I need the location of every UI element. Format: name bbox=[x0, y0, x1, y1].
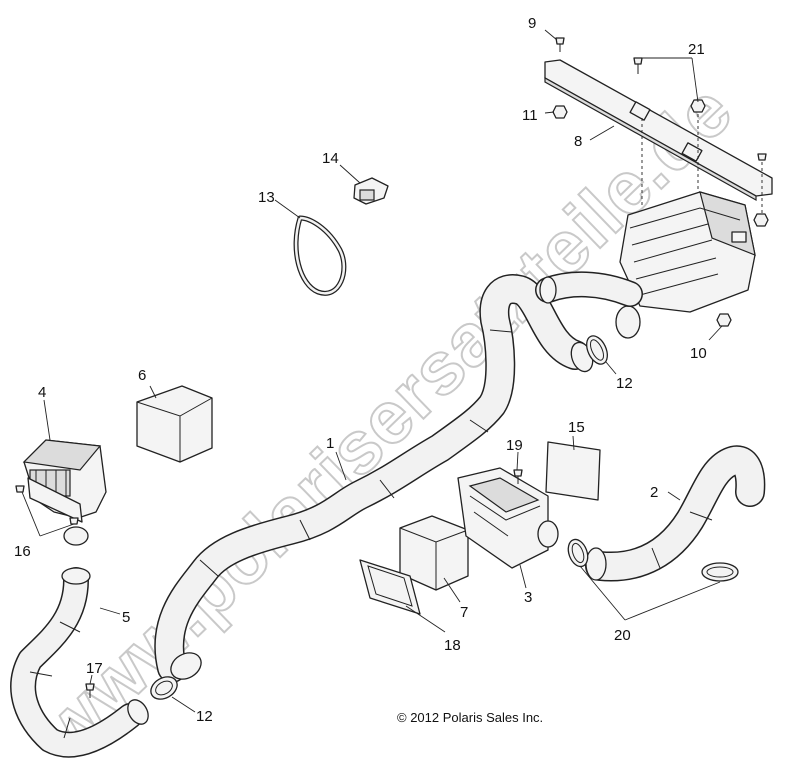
callout-10: 10 bbox=[690, 345, 707, 362]
part-17-screw bbox=[85, 683, 95, 698]
callout-18: 18 bbox=[444, 637, 461, 654]
part-21-screw bbox=[633, 57, 706, 113]
callout-19: 19 bbox=[506, 437, 523, 454]
part-15-pad bbox=[545, 441, 601, 501]
part-19-screw bbox=[513, 469, 523, 484]
part-12-clamp-upper bbox=[586, 335, 608, 365]
callout-9: 9 bbox=[528, 15, 536, 32]
part-11-nut bbox=[552, 105, 568, 119]
callout-21: 21 bbox=[688, 41, 705, 58]
callout-8: 8 bbox=[574, 133, 582, 150]
callout-7: 7 bbox=[460, 604, 468, 621]
part-12-clamp-lower bbox=[150, 676, 178, 700]
callout-4: 4 bbox=[38, 384, 46, 401]
part-18-gasket bbox=[359, 559, 421, 615]
callout-1: 1 bbox=[326, 435, 334, 452]
part-10-nut bbox=[716, 313, 732, 327]
callout-15: 15 bbox=[568, 419, 585, 436]
callout-13: 13 bbox=[258, 189, 275, 206]
part-20-clamp-a bbox=[567, 538, 589, 568]
part-16-screws bbox=[15, 485, 79, 525]
callout-5: 5 bbox=[122, 609, 130, 626]
callout-20: 20 bbox=[614, 627, 631, 644]
callout-14: 14 bbox=[322, 150, 339, 167]
callout-17: 17 bbox=[86, 660, 103, 677]
callout-3: 3 bbox=[524, 589, 532, 606]
part-1-main-duct bbox=[154, 271, 643, 683]
callout-6: 6 bbox=[138, 367, 146, 384]
part-6-foam-block bbox=[136, 385, 213, 463]
part-21-screw-b bbox=[753, 153, 769, 227]
callout-labels: 9 21 11 8 14 13 10 12 6 4 1 15 19 2 16 5… bbox=[14, 15, 707, 725]
part-8-bracket bbox=[544, 59, 773, 202]
copyright-text: © 2012 Polaris Sales Inc. bbox=[397, 710, 543, 725]
leader-lines bbox=[21, 29, 723, 713]
part-14-clip bbox=[353, 177, 389, 205]
part-5-lower-duct bbox=[10, 567, 149, 758]
part-3-filter-housing bbox=[457, 467, 559, 569]
callout-12-lower: 12 bbox=[196, 708, 213, 725]
part-4-intake-housing bbox=[22, 439, 107, 546]
callout-12-upper: 12 bbox=[616, 375, 633, 392]
part-2-duct bbox=[585, 445, 766, 582]
part-1-airbox bbox=[615, 191, 756, 339]
callout-16: 16 bbox=[14, 543, 31, 560]
watermark-text: www.polarisersatzteile.de bbox=[23, 68, 748, 772]
callout-11: 11 bbox=[522, 107, 538, 124]
part-20-clamp-b bbox=[701, 562, 739, 582]
part-9-screw bbox=[555, 37, 565, 52]
callout-2: 2 bbox=[650, 484, 658, 501]
part-13-strap bbox=[293, 215, 347, 296]
